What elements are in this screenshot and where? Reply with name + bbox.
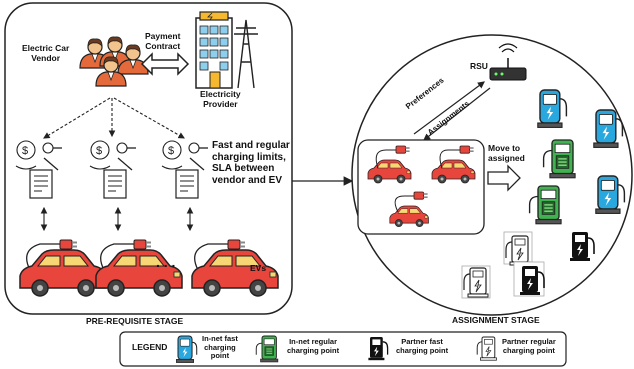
svg-text:$: $ — [22, 145, 28, 157]
legend-box — [119, 331, 567, 367]
svg-text:$: $ — [96, 145, 102, 157]
assignments-arrow — [423, 87, 491, 141]
ev-group-cars — [367, 145, 476, 228]
legend-item-innet-fast: In-net fast charging point — [202, 334, 238, 361]
evs-label: EVs — [250, 263, 267, 273]
ellipsis: . . . — [156, 254, 176, 270]
vendor-to-contract-arrows — [43, 97, 185, 139]
legend-title: LEGEND — [132, 342, 168, 352]
charging-limits-label: Fast and regular charging limits, SLA be… — [212, 140, 290, 186]
payment-contract-label: Payment Contract — [145, 31, 181, 51]
contract-icon: $ $ $ — [15, 140, 208, 199]
rsu-label: RSU — [470, 61, 488, 71]
move-to-assigned-label: Move to assigned — [488, 143, 525, 163]
legend-item-partner-regular: Partner regular charging point — [502, 337, 556, 355]
provider-label: Electricity Provider — [200, 89, 241, 109]
electricity-provider-icon — [195, 11, 258, 89]
contract-car-arrows — [40, 206, 194, 232]
preferences-arrow — [413, 81, 485, 135]
charging-stations — [461, 89, 626, 299]
legend-item-partner-fast: Partner fast charging point — [396, 337, 449, 355]
assignment-stage-label: ASSIGNMENT STAGE — [452, 315, 540, 325]
ev-car-icon — [19, 239, 279, 297]
prereq-stage-label: PRE-REQUISITE STAGE — [86, 316, 184, 326]
rsu-icon — [489, 43, 527, 81]
legend-item-innet-regular: In-net regular charging point — [287, 337, 340, 355]
svg-text:$: $ — [168, 145, 174, 157]
payment-contract-arrow — [140, 52, 190, 76]
move-to-assigned-arrow — [487, 164, 521, 192]
vendor-label: Electric Car Vendor — [22, 43, 70, 63]
